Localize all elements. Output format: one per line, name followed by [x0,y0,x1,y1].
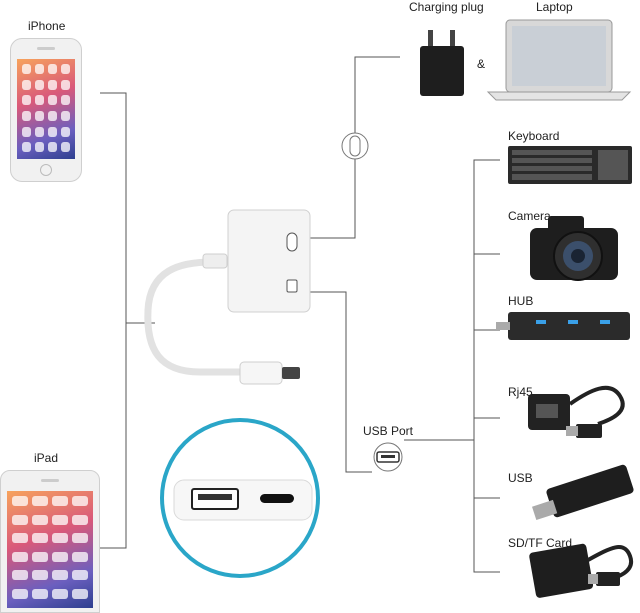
adapter-cable [144,253,300,385]
hub-icon [496,312,630,340]
rj45-adapter-icon [528,385,625,438]
charging-plug-icon [420,30,464,96]
hub-label: HUB [508,294,534,308]
ampersand-label: & [477,57,486,71]
sd-tf-card-label: SD/TF Card [508,536,573,550]
keyboard-icon [508,146,632,184]
usb-label: USB [508,471,533,485]
iphone-image [10,38,82,182]
ipad-image [0,470,100,613]
usb-stick-icon [532,464,634,521]
iphone-label: iPhone [28,19,66,33]
laptop-icon [486,19,632,101]
camera-icon [530,216,618,281]
keyboard-label: Keyboard [508,129,560,143]
adapter-body [227,209,311,313]
ipad-label: iPad [34,451,59,465]
camera-label: Camera [508,209,551,223]
usb-port-label: USB Port [363,424,414,438]
usb-port-icon [373,442,403,472]
laptop-label: Laptop [536,0,573,14]
lightning-port-icon [341,132,369,160]
port-zoom-callout [160,418,320,578]
charging-plug-label: Charging plug [409,0,484,14]
rj45-label: Rj45 [508,385,533,399]
sd-card-reader-icon [529,543,634,598]
